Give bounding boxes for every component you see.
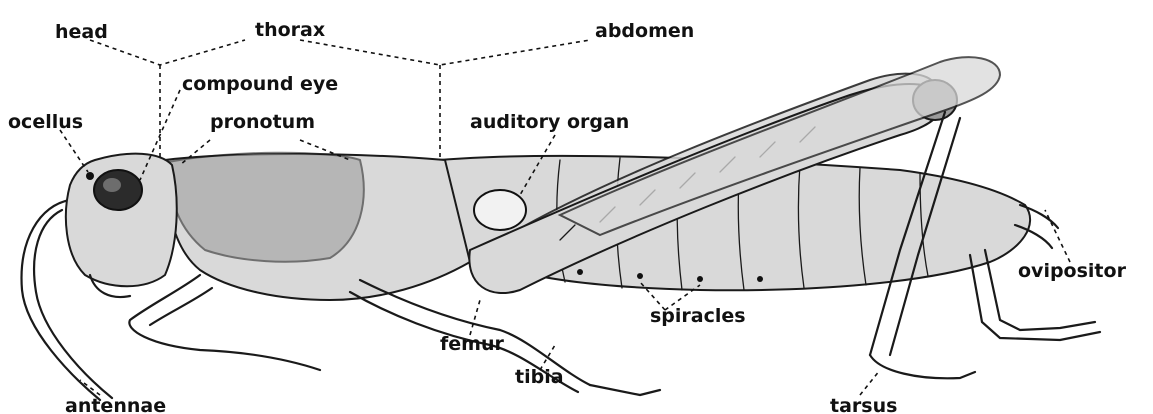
label-ovipositor: ovipositor	[1018, 260, 1127, 282]
label-pronotum: pronotum	[210, 111, 315, 133]
label-head: head	[55, 21, 108, 43]
label-femur: femur	[440, 333, 504, 355]
label-auditory-organ: auditory organ	[470, 111, 629, 133]
label-tibia: tibia	[515, 366, 564, 388]
label-tarsus: tarsus	[830, 395, 897, 414]
label-antennae: antennae	[65, 395, 166, 414]
label-compound-eye: compound eye	[182, 73, 338, 95]
label-ocellus: ocellus	[8, 111, 83, 133]
label-abdomen: abdomen	[595, 20, 694, 42]
grasshopper-illustration	[22, 57, 1100, 400]
auditory-organ-tympanum	[474, 190, 526, 230]
hind-tarsus	[870, 355, 975, 378]
ocellus-dot	[86, 172, 94, 180]
label-thorax: thorax	[255, 19, 325, 41]
label-spiracles: spiracles	[650, 305, 746, 327]
